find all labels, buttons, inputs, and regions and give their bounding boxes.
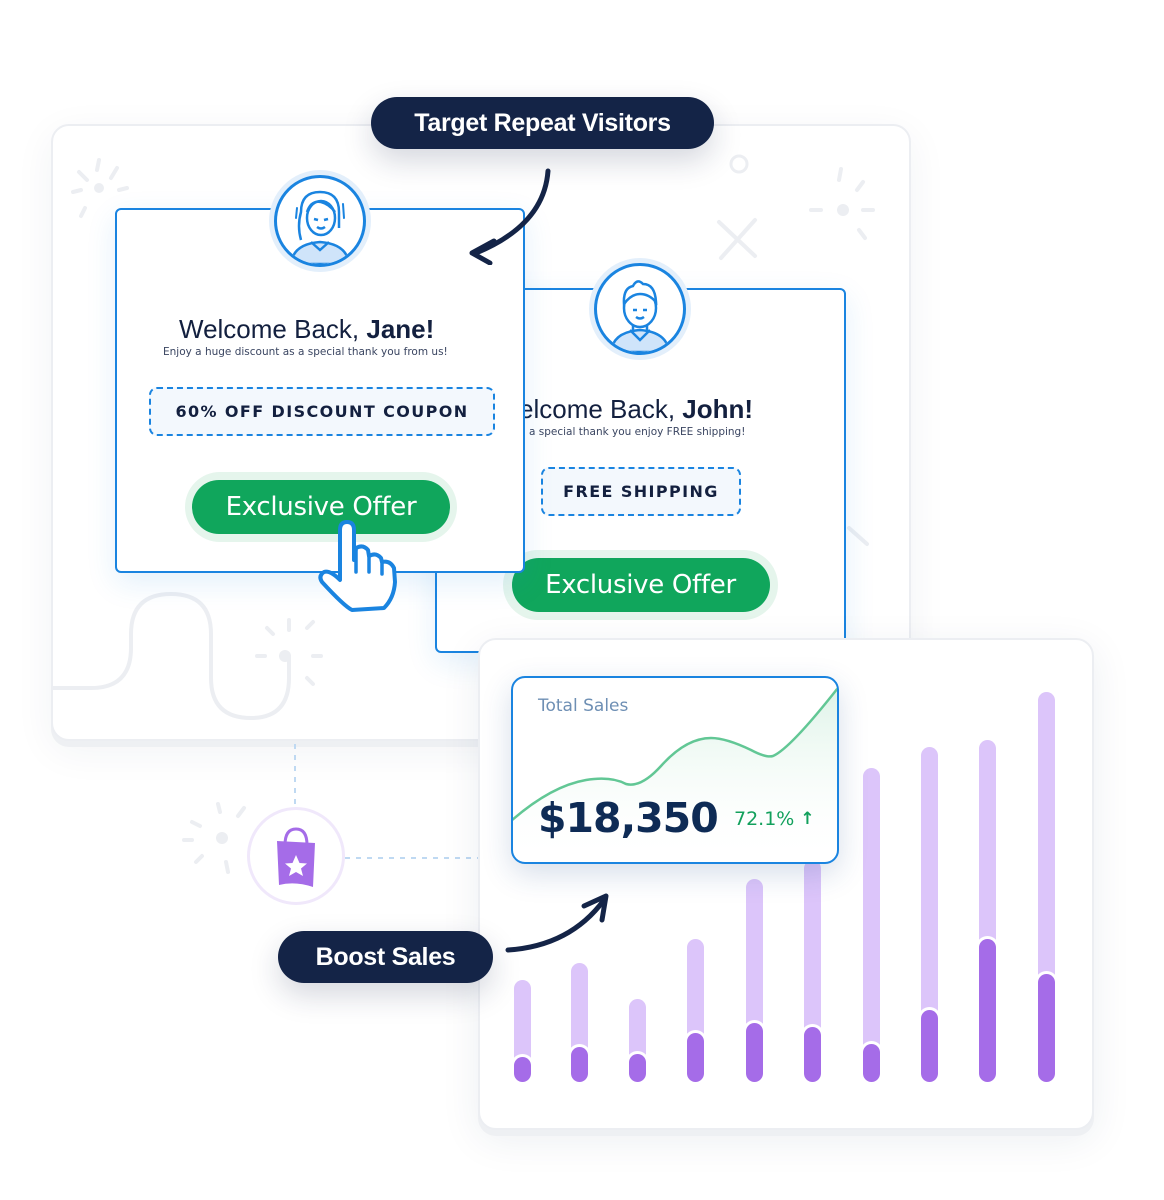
curved-arrow-icon bbox=[505, 893, 609, 953]
bar-highlight bbox=[1038, 974, 1055, 1082]
total-sales-line-chart bbox=[513, 687, 837, 862]
subtitle-john: a special thank you enjoy FREE shipping! bbox=[529, 426, 746, 438]
bar-highlight bbox=[571, 1047, 588, 1082]
welcome-heading-jane: Welcome Back, Jane! bbox=[179, 314, 435, 344]
bar-highlight bbox=[687, 1033, 704, 1082]
bar-highlight bbox=[746, 1023, 763, 1082]
total-sales-value: $18,350 bbox=[538, 794, 719, 842]
bar-total bbox=[514, 980, 531, 1082]
pointer-hand-icon bbox=[318, 520, 397, 612]
exclusive-offer-button-john-halo: Exclusive Offer bbox=[503, 550, 778, 620]
male-avatar-icon bbox=[609, 280, 671, 352]
shopping-bag-circle bbox=[247, 807, 345, 905]
free-shipping-coupon[interactable]: FREE SHIPPING bbox=[541, 467, 741, 516]
exclusive-offer-button-jane-halo: Exclusive Offer bbox=[185, 472, 457, 542]
bar-highlight bbox=[863, 1044, 880, 1082]
target-repeat-visitors-label: Target Repeat Visitors bbox=[371, 97, 714, 149]
bar-highlight bbox=[804, 1027, 821, 1082]
exclusive-offer-button-john[interactable]: Exclusive Offer bbox=[511, 558, 770, 612]
female-avatar-icon bbox=[289, 190, 351, 264]
avatar-jane bbox=[269, 170, 371, 272]
exclusive-offer-button-jane[interactable]: Exclusive Offer bbox=[192, 480, 450, 534]
popup-jane: Welcome Back, Jane! Enjoy a huge discoun… bbox=[115, 170, 525, 573]
bar-highlight bbox=[921, 1010, 938, 1082]
subtitle-jane: Enjoy a huge discount as a special thank… bbox=[163, 346, 448, 358]
total-sales-label: Total Sales bbox=[538, 696, 629, 716]
bar-highlight bbox=[979, 939, 996, 1082]
decorative-background-icon bbox=[51, 154, 875, 721]
total-sales-card: Total Sales $18,350 72.1% ↑ bbox=[511, 676, 839, 864]
discount-coupon[interactable]: 60% OFF DISCOUNT COUPON bbox=[149, 387, 495, 436]
avatar-john bbox=[589, 258, 691, 360]
shopping-bag-star-icon bbox=[277, 827, 315, 887]
total-sales-change: 72.1% ↑ bbox=[734, 808, 815, 830]
bar-highlight bbox=[514, 1057, 531, 1082]
bar-total bbox=[863, 768, 880, 1082]
arrow-up-icon: ↑ bbox=[800, 809, 815, 829]
boost-sales-label: Boost Sales bbox=[278, 931, 493, 983]
bar-highlight bbox=[629, 1054, 646, 1082]
bar-total bbox=[804, 860, 821, 1082]
welcome-heading-john: elcome Back, John! bbox=[519, 394, 754, 424]
curved-arrow-icon bbox=[469, 168, 551, 265]
bar-total bbox=[921, 747, 938, 1082]
change-percent: 72.1% bbox=[734, 808, 795, 830]
